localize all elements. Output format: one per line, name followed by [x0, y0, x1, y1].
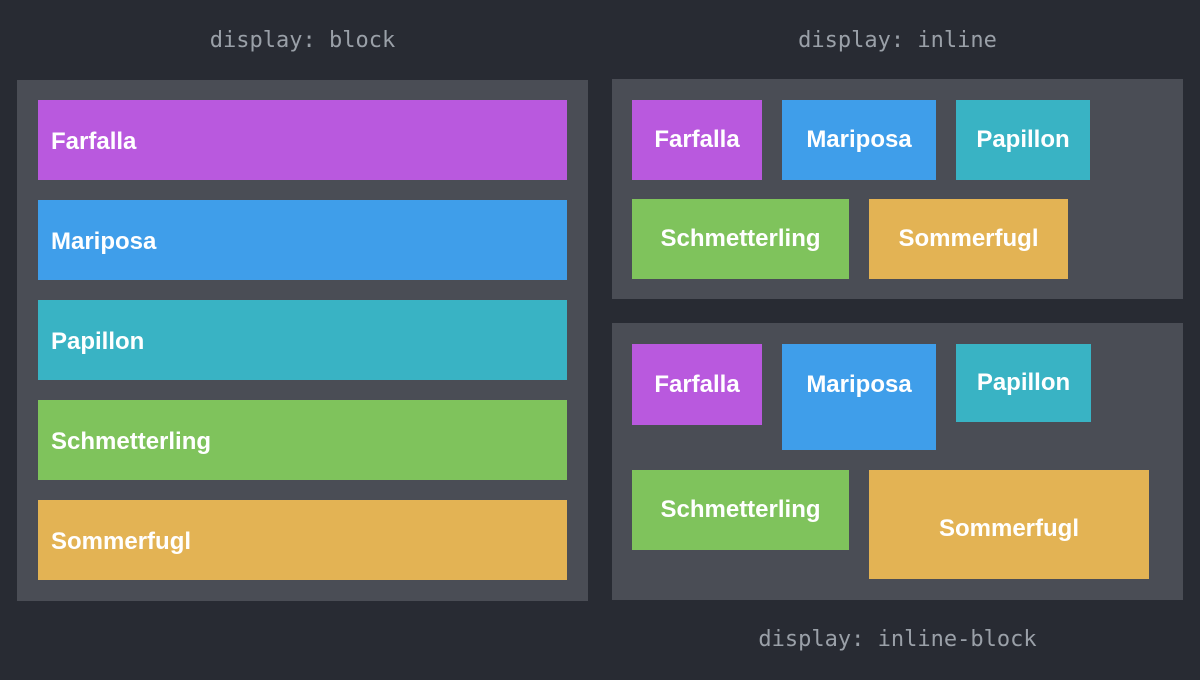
- inline-block-panel: Farfalla Mariposa Papillon Schmetterling…: [612, 323, 1183, 600]
- inline-block-row-2: Schmetterling Sommerfugl: [632, 470, 1163, 579]
- inline-box-schmetterling: Schmetterling: [632, 199, 849, 279]
- inline-block-panel-title: display: inline-block: [758, 627, 1037, 652]
- inline-box-farfalla: Farfalla: [632, 100, 762, 180]
- block-panel-title: display: block: [209, 28, 396, 53]
- inline-block-row-1: Farfalla Mariposa Papillon: [632, 344, 1163, 450]
- block-box-mariposa: Mariposa: [38, 200, 567, 280]
- inline-block-box-mariposa: Mariposa: [782, 344, 936, 450]
- block-panel: Farfalla Mariposa Papillon Schmetterling…: [17, 80, 588, 601]
- inline-block-box-papillon: Papillon: [956, 344, 1091, 422]
- block-box-sommerfugl: Sommerfugl: [38, 500, 567, 580]
- inline-block-box-schmetterling: Schmetterling: [632, 470, 849, 550]
- inline-box-sommerfugl: Sommerfugl: [869, 199, 1068, 279]
- block-box-papillon: Papillon: [38, 300, 567, 380]
- inline-box-mariposa: Mariposa: [782, 100, 936, 180]
- inline-row-1: Farfalla Mariposa Papillon: [632, 100, 1163, 180]
- block-box-farfalla: Farfalla: [38, 100, 567, 180]
- block-box-schmetterling: Schmetterling: [38, 400, 567, 480]
- inline-row-2: Schmetterling Sommerfugl: [632, 199, 1163, 279]
- inline-box-papillon: Papillon: [956, 100, 1090, 180]
- inline-panel: Farfalla Mariposa Papillon Schmetterling…: [612, 79, 1183, 299]
- inline-panel-title: display: inline: [798, 28, 997, 53]
- inline-block-box-farfalla: Farfalla: [632, 344, 762, 425]
- inline-block-box-sommerfugl: Sommerfugl: [869, 470, 1149, 579]
